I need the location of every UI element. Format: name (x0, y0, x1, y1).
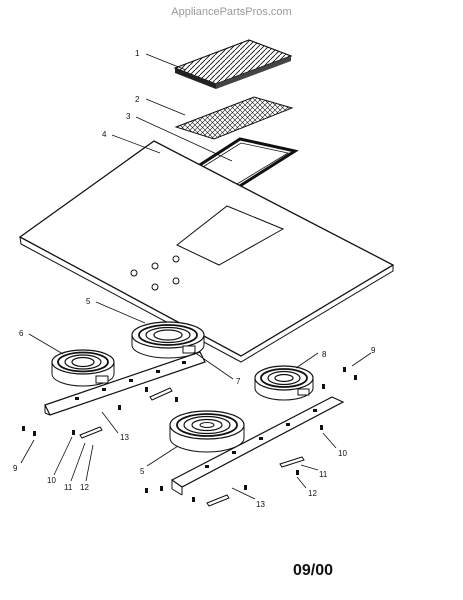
callout-8: 8 (322, 350, 327, 359)
callout-12-right: 12 (308, 489, 317, 498)
callout-13-left: 13 (120, 433, 129, 442)
callout-5-front: 5 (140, 467, 145, 476)
callout-13-right: 13 (256, 500, 265, 509)
callout-4: 4 (102, 130, 107, 139)
heating-element-left (51, 349, 115, 387)
heating-element-large-front (169, 410, 245, 453)
heating-element-large-rear (131, 321, 205, 359)
callout-6: 6 (19, 329, 24, 338)
callout-2: 2 (135, 95, 140, 104)
callout-labels: 1 2 3 4 5 6 7 8 9 9 10 10 11 11 12 12 13… (13, 49, 376, 509)
screw-parts (22, 367, 357, 502)
mounting-bracket-right (170, 396, 345, 496)
callout-9-right: 9 (371, 346, 376, 355)
mounting-bracket-left (44, 351, 206, 416)
callout-5-rear: 5 (86, 297, 91, 306)
callout-7: 7 (236, 377, 241, 386)
watermark: AppliancePartsPros.com (171, 6, 292, 18)
callout-9-left: 9 (13, 464, 18, 473)
callout-11-left: 11 (64, 483, 73, 492)
callout-10-right: 10 (338, 449, 347, 458)
callout-12-left: 12 (80, 483, 89, 492)
callout-11-right: 11 (319, 470, 328, 479)
leader-lines (20, 53, 372, 500)
filter-part (174, 96, 294, 140)
callout-3: 3 (126, 112, 131, 121)
cooktop-glass-part (18, 140, 395, 363)
callout-10-left: 10 (47, 476, 56, 485)
heating-element-right (254, 365, 314, 401)
page-code: 09/00 (292, 562, 333, 579)
callout-1: 1 (135, 49, 140, 58)
clip-part (79, 387, 305, 507)
grille-part (173, 39, 293, 89)
